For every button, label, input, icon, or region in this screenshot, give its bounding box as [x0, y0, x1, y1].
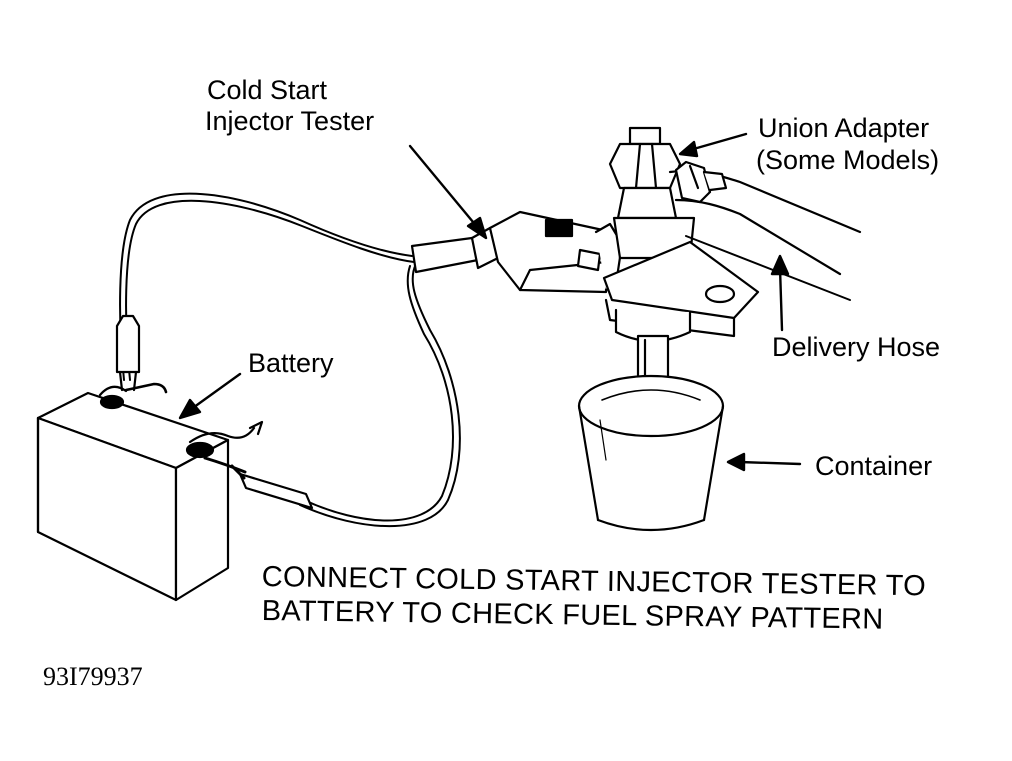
union-adapter-label-line2: (Some Models) — [756, 145, 940, 175]
container-label: Container — [815, 451, 933, 481]
tester-lead-negative — [115, 192, 415, 392]
cold-start-injector-tester — [410, 210, 624, 294]
leader-arrows — [178, 132, 802, 472]
figure-id: 93I79937 — [43, 662, 143, 691]
container — [577, 374, 725, 532]
delivery-hose — [668, 160, 862, 301]
tester-label-line2: Injector Tester — [205, 106, 375, 136]
delivery-hose-label: Delivery Hose — [772, 332, 941, 362]
battery-label: Battery — [248, 348, 334, 378]
battery — [36, 382, 264, 602]
tester-lead-positive — [230, 263, 461, 528]
tester-label-line1: Cold Start — [207, 75, 328, 105]
union-adapter-label-line1: Union Adapter — [758, 113, 930, 143]
